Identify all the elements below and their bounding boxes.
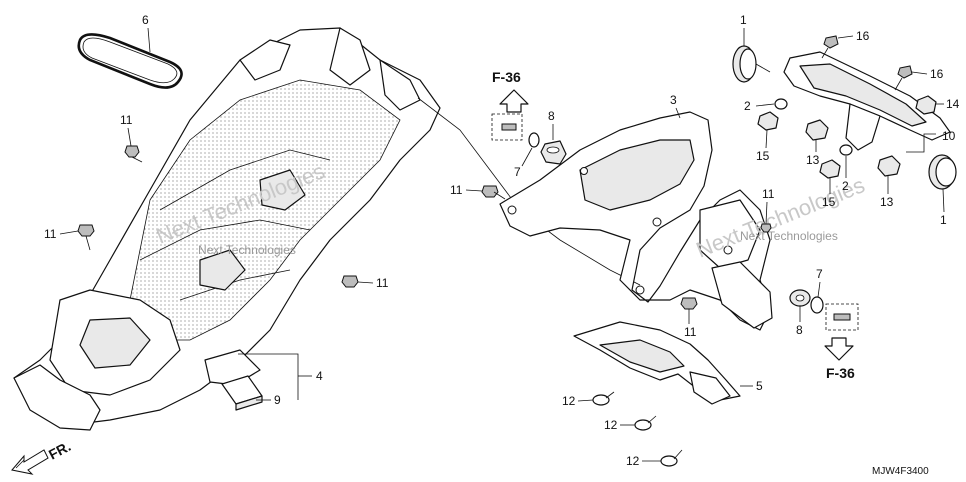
drawing-code: MJW4F3400 [872,466,929,477]
svg-text:F-36: F-36 [492,69,521,85]
callout-14: 14 [946,97,960,111]
callout-8a: 8 [548,109,555,123]
callout-12b: 12 [604,418,618,432]
splash-guard-part-5 [573,321,741,405]
callout-11a: 11 [120,113,133,127]
callout-11e: 11 [762,187,775,201]
callout-1b: 1 [940,213,947,227]
bolt-16-top [821,35,839,59]
svg-text:FR.: FR. [46,438,73,463]
callout-4: 4 [316,369,323,383]
callout-13b: 13 [880,195,894,209]
callout-5: 5 [756,379,763,393]
watermark-small-center: Next Technologies [740,229,838,243]
callout-11d: 11 [450,183,463,197]
nut-15-left [757,111,779,131]
nut-13-right [877,155,901,177]
bolt-11-left-low [341,275,359,288]
screw-12-b [634,415,657,431]
bolt-11-center-right [760,223,772,233]
callout-9: 9 [274,393,281,407]
section-ref-bottom: F-36 [824,303,859,381]
callout-7b: 7 [816,267,823,281]
screw-12-a [592,391,615,406]
section-ref-top: F-36 [491,69,529,141]
callout-10: 10 [942,129,956,143]
callout-11c: 11 [376,276,389,290]
callout-16b: 16 [930,67,944,81]
callout-12a: 12 [562,394,576,408]
front-direction-marker: FR. [11,438,73,475]
svg-text:F-36: F-36 [826,365,855,381]
rear-inner-fender [13,27,441,431]
callout-1a: 1 [740,13,747,27]
callout-13a: 13 [806,153,820,167]
collar-2-top [774,98,788,110]
callout-15a: 15 [756,149,770,163]
callout-8b: 8 [796,323,803,337]
bolt-11-left-top [124,145,143,163]
reflector-1-left [732,45,771,83]
callouts: 6 11 11 11 4 9 3 8 7 11 11 11 8 7 5 12 [44,13,960,468]
collar-7-right [810,296,824,314]
bolt-11-center-left [481,185,506,200]
bolt-16-mid [894,65,913,91]
callout-11f: 11 [684,325,697,339]
callout-11b: 11 [44,227,57,241]
watermark-small-left: Next Technologies [198,243,296,257]
bolt-11-center-low [680,297,698,310]
grommet-8-top [540,140,567,165]
callout-2b: 2 [842,179,849,193]
collar-7-top [528,132,540,148]
band-part-6 [77,33,183,89]
callout-2a: 2 [744,99,751,113]
callout-12c: 12 [626,454,640,468]
damper-part-9 [221,375,263,411]
nut-14 [915,95,937,115]
callout-16a: 16 [856,29,870,43]
license-bracket-part-3 [499,111,773,331]
nut-15-right [819,159,841,179]
collar-2-mid [839,144,853,156]
callout-6: 6 [142,13,149,27]
nut-13-left [805,119,829,141]
grommet-8-right [789,289,811,307]
reflector-1-right [928,154,957,190]
screw-12-c [660,449,683,467]
callout-7a: 7 [514,165,521,179]
reflector-bracket-part-10 [783,51,951,151]
bolt-11-left-mid [77,224,95,251]
callout-3: 3 [670,93,677,107]
callout-15b: 15 [822,195,836,209]
